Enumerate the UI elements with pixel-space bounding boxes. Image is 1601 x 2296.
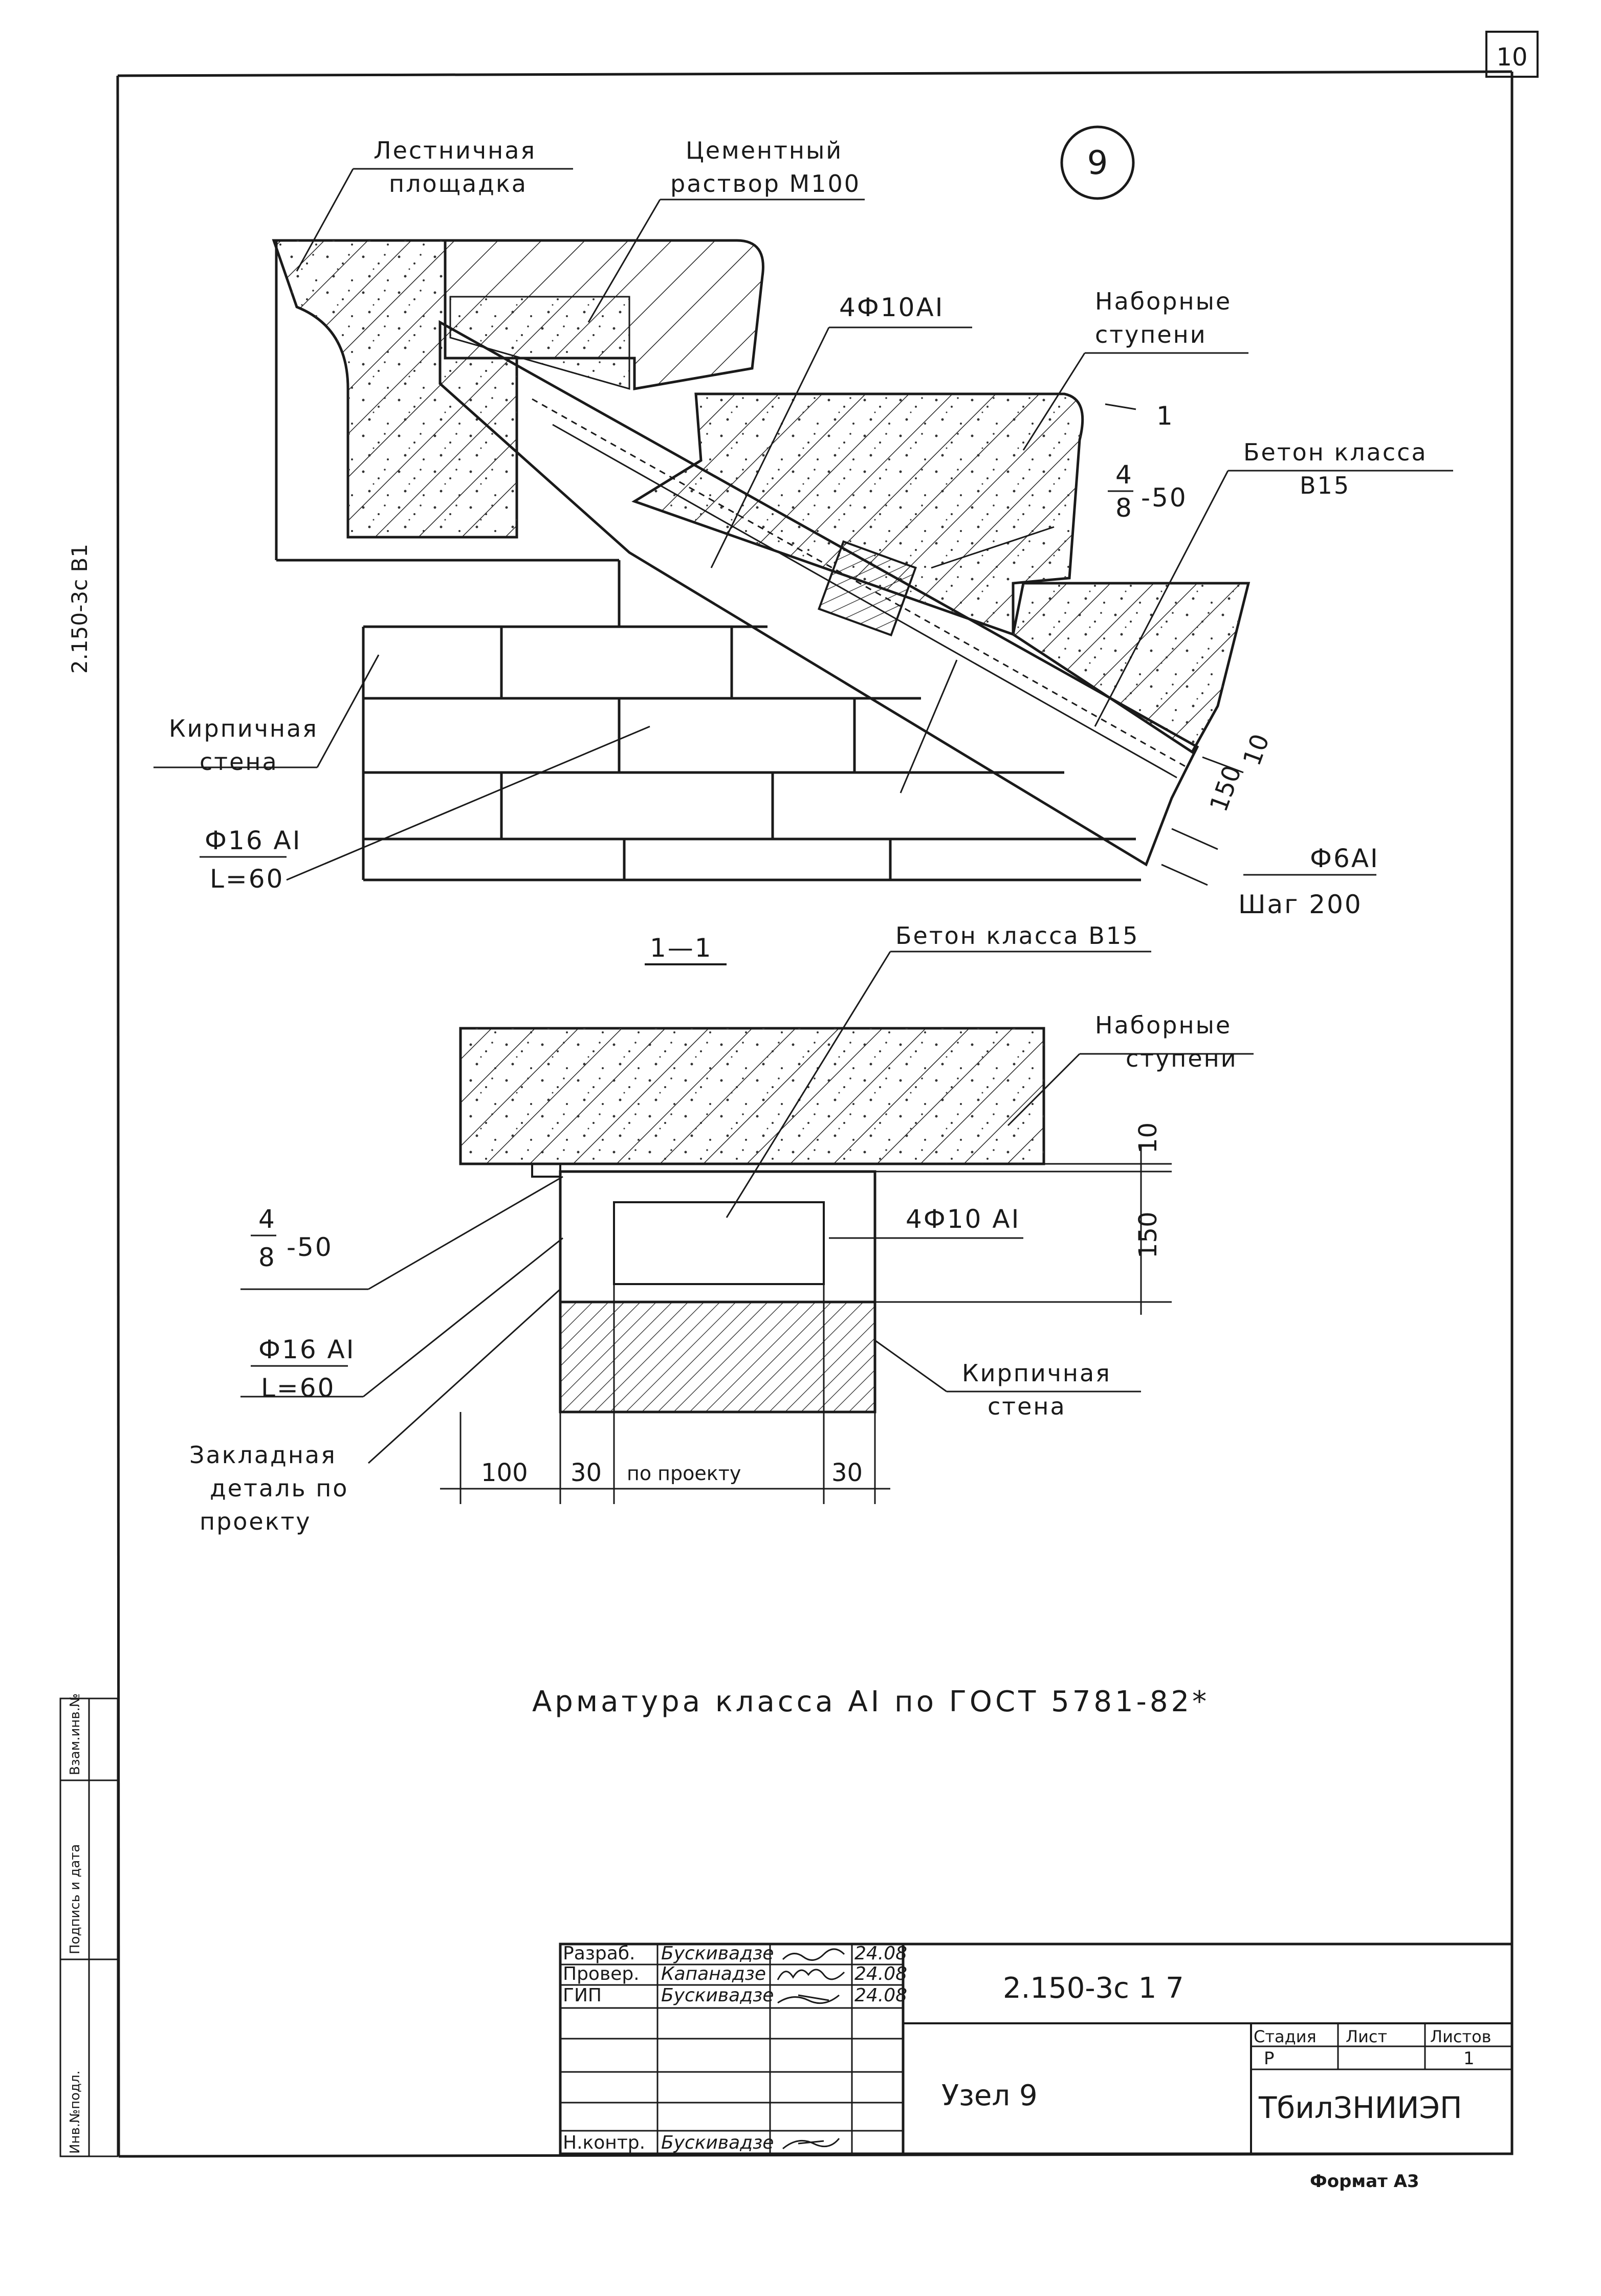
section-frac-num: 4 xyxy=(258,1204,276,1234)
label-landing-2: площадка xyxy=(389,170,528,197)
section-steps-2: ступени xyxy=(1126,1045,1238,1072)
node-number-circle xyxy=(1060,125,1135,200)
margin-strip xyxy=(59,1697,119,2157)
signature-1 xyxy=(782,1948,845,1961)
section-embed-1: Закладная xyxy=(189,1441,337,1469)
section-beam xyxy=(559,1170,876,1304)
section-bar16: Ф16 АI xyxy=(258,1335,356,1364)
label-wall-1: Кирпичная xyxy=(169,715,318,742)
label-concrete-1: Бетон класса xyxy=(1243,438,1428,466)
dimension-marks xyxy=(900,403,1244,886)
tb-stage-header: Стадия xyxy=(1254,2027,1317,2046)
frac-tail: -50 xyxy=(1141,483,1188,513)
section-dim-1: 100 xyxy=(481,1459,528,1487)
margin-label-replace: Взам.инв.№ xyxy=(68,1693,83,1775)
section-bar16-len: L=60 xyxy=(261,1373,335,1403)
node-number: 9 xyxy=(1087,144,1108,182)
signature-6 xyxy=(782,2138,840,2150)
section-dim-10: 10 xyxy=(1134,1122,1163,1154)
label-bar16: Ф16 АI xyxy=(205,826,302,855)
section-wall-2: стена xyxy=(988,1393,1066,1420)
format-label: Формат А3 xyxy=(1310,2171,1419,2192)
upper-node xyxy=(153,125,1453,886)
label-steps-1: Наборные xyxy=(1095,288,1232,315)
section-wall-1: Кирпичная xyxy=(962,1359,1111,1387)
signature-2 xyxy=(777,1969,845,1980)
tb-name: Узел 9 xyxy=(941,2079,1038,2112)
dim-150: 150 xyxy=(1204,762,1247,815)
label-bar6-step: Шаг 200 xyxy=(1238,890,1363,919)
tb-name-2: Капанадзе xyxy=(661,1963,766,1984)
tb-role-6: Н.контр. xyxy=(563,2132,645,2153)
label-bar16-len: L=60 xyxy=(210,864,284,894)
margin-label-sign: Подпись и дата xyxy=(68,1844,83,1954)
side-code: 2.150-3c В1 xyxy=(67,544,92,674)
section-embed-3: проекту xyxy=(200,1508,312,1535)
label-rebar-4: 4Ф10АI xyxy=(839,293,944,322)
section-mark: 1 xyxy=(1156,401,1174,431)
tb-role-3: ГИП xyxy=(563,1985,602,2006)
tb-name-3: Бускивадзе xyxy=(661,1985,774,2006)
label-concrete-2: В15 xyxy=(1300,472,1350,499)
tb-sheet-header: Лист xyxy=(1346,2027,1387,2046)
frac-num: 4 xyxy=(1115,460,1133,490)
section-concrete: Бетон класса В15 xyxy=(895,922,1139,950)
tb-role-2: Провер. xyxy=(563,1963,640,1984)
tb-role-1: Разраб. xyxy=(563,1943,635,1964)
tb-org: ТбилЗНИИЭП xyxy=(1258,2090,1462,2125)
mortar-area xyxy=(449,296,630,390)
brick-wall xyxy=(275,240,1141,881)
tb-name-6: Бускивадзе xyxy=(661,2132,774,2153)
label-bar6: Ф6АI xyxy=(1310,844,1379,873)
section-wall xyxy=(559,1300,876,1414)
section-dim-3: по проекту xyxy=(627,1462,741,1485)
leader-lines xyxy=(153,168,1453,881)
note-text: Арматура класса АI по ГОСТ 5781-82* xyxy=(532,1685,1210,1718)
inclined-beam xyxy=(438,320,1199,867)
label-mortar-2: раствор М100 xyxy=(670,170,861,197)
section-dim-2: 30 xyxy=(571,1459,602,1487)
embedded-plate xyxy=(818,540,917,636)
label-mortar-1: Цементный xyxy=(686,137,843,164)
tb-date-2: 24.08 xyxy=(854,1963,907,1984)
label-wall-2: стена xyxy=(200,748,278,776)
section-dim-4: 30 xyxy=(831,1459,863,1487)
title-block xyxy=(559,1942,1514,2155)
tb-date-3: 24.08 xyxy=(854,1985,907,2006)
frac-den: 8 xyxy=(1115,493,1133,523)
tb-date-1: 24.08 xyxy=(854,1943,907,1964)
section-cage xyxy=(613,1201,825,1285)
section-frac-den: 8 xyxy=(258,1243,276,1272)
section-rebar-4: 4Ф10 АI xyxy=(906,1204,1020,1234)
section-steps-1: Наборные xyxy=(1095,1011,1232,1039)
label-steps-2: ступени xyxy=(1095,321,1207,348)
tb-stage: Р xyxy=(1264,2048,1275,2069)
label-landing-1: Лестничная xyxy=(374,137,536,164)
tb-sheets-header: Листов xyxy=(1430,2027,1492,2046)
section-title: 1—1 xyxy=(650,933,713,963)
dim-10: 10 xyxy=(1238,731,1276,770)
section-embed-2: деталь по xyxy=(210,1474,348,1502)
signature-3 xyxy=(777,1994,840,2004)
sheet-number: 10 xyxy=(1496,43,1527,72)
margin-label-inv: Инв.№подл. xyxy=(68,2070,83,2154)
tb-sheets: 1 xyxy=(1463,2048,1475,2069)
tb-code: 2.150-3с 1 7 xyxy=(1003,1972,1184,2005)
section-dim-150: 150 xyxy=(1134,1211,1163,1259)
tb-name-1: Бускивадзе xyxy=(661,1943,774,1964)
section-frac-tail: -50 xyxy=(287,1232,333,1262)
section-1-1 xyxy=(240,951,1254,1504)
